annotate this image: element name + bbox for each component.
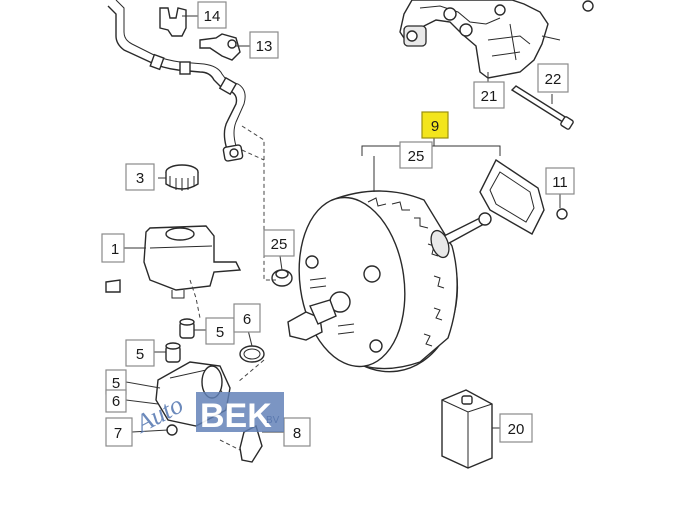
callout-7: 7: [105, 417, 133, 447]
grommet-part-25: [271, 269, 293, 287]
callout-25-booster: 25: [399, 141, 433, 169]
svg-text:5: 5: [136, 346, 144, 363]
callout-5-lower: 5: [125, 339, 155, 367]
fluid-reservoir-part-1: [105, 225, 242, 299]
callout-1: 1: [101, 233, 125, 263]
brake-booster: [287, 190, 492, 373]
callout-13: 13: [249, 31, 279, 59]
booster-rim-pattern: [367, 197, 445, 347]
callout-20: 20: [499, 413, 533, 443]
callout-11: 11: [545, 167, 575, 195]
fluid-can-part-20: [441, 389, 493, 469]
svg-text:5: 5: [112, 375, 120, 392]
svg-text:5: 5: [216, 324, 224, 341]
callout-8: 8: [283, 417, 311, 447]
callout-6-stack: 6: [105, 389, 127, 413]
svg-text:8: 8: [293, 425, 301, 442]
svg-text:3: 3: [136, 170, 144, 187]
callout-21: 21: [473, 81, 505, 109]
svg-text:25: 25: [408, 148, 425, 165]
callout-22: 22: [537, 63, 569, 93]
pedal-bracket-assembly: [399, 0, 594, 79]
svg-text:11: 11: [552, 174, 568, 191]
svg-text:14: 14: [204, 8, 221, 25]
svg-text:22: 22: [545, 71, 562, 88]
o-ring-part-6: [239, 345, 265, 363]
svg-text:21: 21: [481, 88, 498, 105]
clip-part-14: [159, 7, 187, 37]
svg-text:6: 6: [243, 311, 251, 328]
callout-9: 9: [421, 111, 449, 139]
bolt-part-22: [510, 85, 574, 130]
svg-text:6: 6: [112, 393, 120, 410]
autobek-watermark-logo: Auto BEK BV: [129, 390, 284, 439]
callout-25-grommet: 25: [263, 229, 295, 257]
vacuum-hose: [107, 0, 246, 162]
svg-text:20: 20: [508, 421, 525, 438]
svg-text:13: 13: [256, 38, 273, 55]
callout-5-upper: 5: [205, 317, 235, 345]
svg-text:7: 7: [114, 425, 122, 442]
reservoir-cap-part-3: [165, 164, 199, 191]
seal-part-5-upper: [179, 318, 195, 339]
gasket-part-11: [479, 158, 568, 235]
seal-part-5-lower: [165, 342, 181, 363]
logo-brand-text: BEK: [200, 397, 272, 435]
svg-text:1: 1: [111, 241, 119, 258]
callout-14: 14: [197, 1, 227, 29]
callout-6-oring: 6: [233, 303, 261, 333]
svg-text:9: 9: [431, 118, 439, 135]
svg-text:25: 25: [271, 236, 288, 253]
sensor-part-13: [199, 33, 241, 61]
logo-suffix-text: BV: [266, 415, 280, 426]
callout-3: 3: [125, 163, 155, 191]
